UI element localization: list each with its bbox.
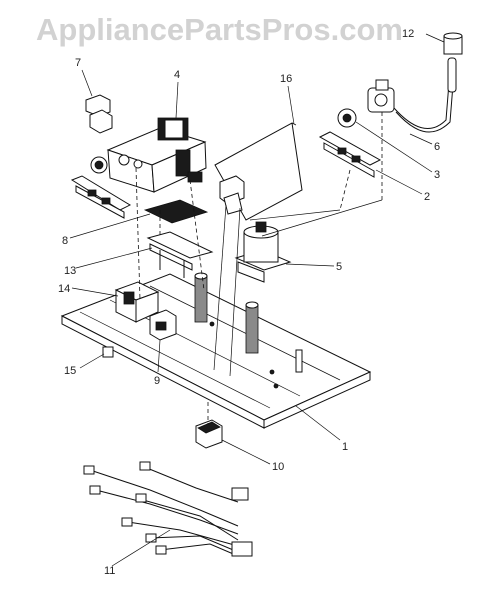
- callout-5: 5: [336, 261, 342, 273]
- callout-14: 14: [58, 283, 70, 295]
- callout-13: 13: [64, 265, 76, 277]
- callout-12: 12: [402, 28, 414, 40]
- callout-labels: 7 4 16 12 6 3 2 8 13 5 14 15 9 1 10 11: [58, 28, 440, 577]
- part-14-transformer: [114, 281, 160, 323]
- callout-6: 6: [434, 141, 440, 153]
- part-9-switch: [149, 309, 177, 341]
- part-11-wire-harness: [83, 461, 253, 557]
- part-2-rack: [318, 131, 382, 178]
- leader-lines: [69, 33, 445, 567]
- part-3-knob: [337, 108, 357, 128]
- part-6-thermostat: [367, 69, 455, 133]
- clip-part: [219, 175, 245, 215]
- assembly-lines: [135, 112, 383, 424]
- callout-8: 8: [62, 235, 68, 247]
- callout-7: 7: [75, 57, 81, 69]
- callout-15: 15: [64, 365, 76, 377]
- part-5-motor: [234, 221, 292, 283]
- left-knob: [90, 156, 108, 174]
- callout-4: 4: [174, 69, 180, 81]
- part-12-sensor-cap: [443, 32, 463, 93]
- callout-1: 1: [342, 441, 348, 453]
- left-rack: [70, 175, 132, 219]
- watermark-logo: AppliancePartsPros.com: [36, 12, 403, 47]
- callout-10: 10: [272, 461, 284, 473]
- callout-3: 3: [434, 169, 440, 181]
- part-13-bracket: [146, 231, 214, 278]
- callout-2: 2: [424, 191, 430, 203]
- part-8-pad: [143, 199, 209, 224]
- part-4-relay-block: [106, 117, 207, 193]
- part-7-bracket: [85, 94, 113, 134]
- callout-11: 11: [104, 565, 115, 577]
- callout-16: 16: [280, 73, 292, 85]
- part-15-clip: [102, 346, 114, 358]
- part-10-connector: [195, 419, 223, 449]
- callout-9: 9: [154, 375, 160, 387]
